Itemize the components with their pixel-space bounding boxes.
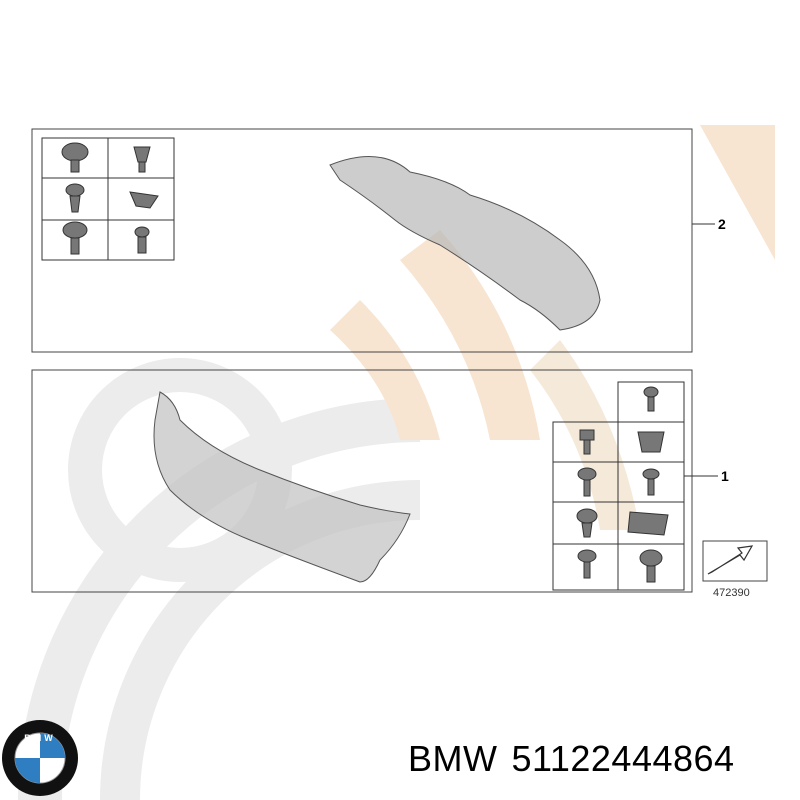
bolt-icon — [579, 429, 595, 441]
arrow-icon — [707, 545, 754, 575]
part-number: 51122444864 — [511, 738, 735, 779]
illustration-symbol-box — [702, 540, 768, 582]
rear-bumper-shape — [329, 156, 601, 331]
screw-washer-icon — [62, 221, 88, 239]
expanding-rivet-icon — [133, 146, 151, 163]
front-panel-frame — [31, 369, 693, 593]
screw-icon — [577, 467, 597, 481]
bottom-parts-grid — [552, 381, 685, 591]
top-parts-icons — [61, 142, 159, 255]
nut-icon — [637, 431, 665, 453]
callout-1-label: 1 — [721, 468, 729, 484]
logo-text: BMW — [24, 733, 56, 743]
brand-name: BMW — [408, 738, 498, 779]
front-bumper-shape — [153, 391, 411, 583]
push-rivet-icon — [65, 183, 85, 197]
part-caption: BMW 51122444864 — [408, 738, 749, 780]
rear-panel-frame — [31, 128, 693, 353]
screw-icon — [577, 549, 597, 563]
rivet-icon — [576, 508, 598, 524]
callout-2-label: 2 — [718, 216, 726, 232]
push-rivet-icon — [134, 226, 150, 238]
push-rivet-icon — [643, 386, 659, 398]
top-parts-grid — [41, 137, 175, 261]
illustration-number: 472390 — [713, 587, 750, 599]
clip-icon — [129, 191, 159, 209]
bmw-logo: BMW — [2, 720, 78, 796]
screw-washer-icon — [61, 142, 89, 162]
push-rivet-icon — [639, 549, 663, 567]
bottom-parts-icons — [576, 386, 669, 583]
push-rivet-icon — [642, 468, 660, 480]
clip-icon — [627, 511, 669, 536]
